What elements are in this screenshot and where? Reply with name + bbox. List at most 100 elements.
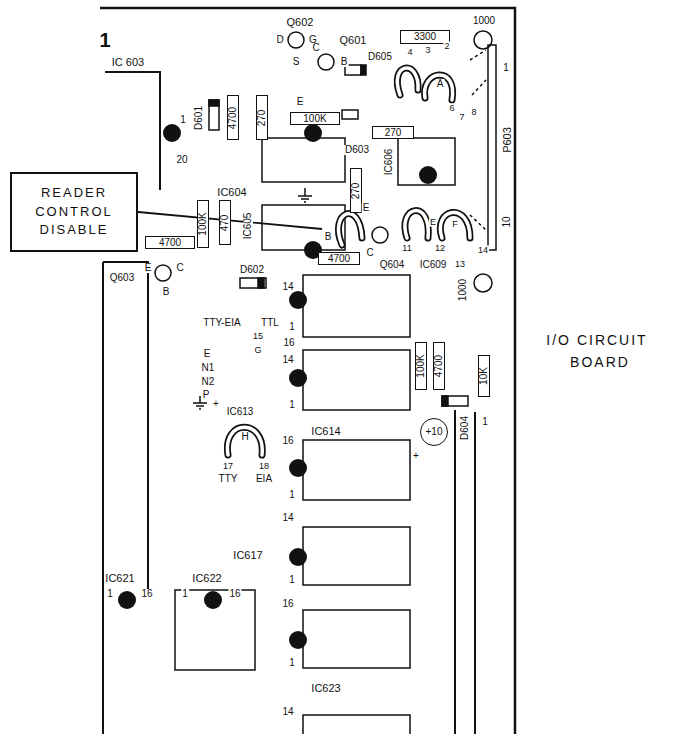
callout-box: READER CONTROL DISABLE	[10, 172, 138, 252]
part-label: Q601	[339, 35, 368, 46]
signal-label: H	[240, 432, 249, 442]
part-label: IC606	[384, 148, 394, 177]
part-label: IC622	[191, 573, 222, 584]
resistor-symbol: 100K	[290, 112, 340, 125]
part-label: IC623	[310, 683, 341, 694]
pin-number: 14	[281, 355, 294, 365]
signal-label: P	[202, 390, 211, 400]
callout-text: READER CONTROL DISABLE	[24, 184, 124, 241]
pin-number: 1000	[458, 278, 468, 302]
board-label: I/O CIRCUIT	[545, 333, 648, 347]
component-value: 270	[257, 109, 267, 126]
pin-number: 16	[140, 589, 153, 599]
pin-number: 1	[288, 322, 296, 332]
component-value: 3300	[414, 32, 436, 42]
signal-label: +	[212, 399, 220, 409]
pin-number: 14	[281, 282, 294, 292]
signal-label: N1	[201, 363, 216, 373]
resistor-symbol: 100K	[415, 342, 427, 390]
component-value: 4700	[434, 355, 444, 377]
signal-label: E	[429, 218, 437, 227]
signal-label: S	[292, 57, 301, 67]
component-value: 470	[220, 214, 230, 231]
signal-label: A	[436, 79, 445, 89]
pin-number: 4	[406, 48, 413, 57]
resistor-symbol: 270	[256, 95, 268, 140]
signal-label: N2	[201, 377, 216, 387]
signal-label: +	[412, 451, 420, 461]
pin-number: 13	[454, 260, 466, 269]
pin-number: 1	[181, 589, 189, 599]
pin-number: 3	[424, 46, 431, 55]
pin-number: 1	[288, 575, 296, 585]
part-label: D604	[460, 415, 470, 441]
pin-number: 16	[228, 589, 241, 599]
component-value: 100K	[303, 114, 326, 124]
pin-number: 1	[179, 115, 187, 125]
component-value: 100K	[198, 212, 208, 235]
pin-number: 1	[288, 658, 296, 668]
pin-number: 15	[252, 332, 264, 341]
part-label: D602	[239, 265, 265, 275]
part-label: IC621	[104, 573, 135, 584]
part-label: D605	[367, 52, 393, 62]
part-label: Q604	[379, 260, 405, 270]
component-value: 4700	[328, 254, 350, 264]
board-label: BOARD	[569, 355, 631, 369]
signal-label: B	[340, 57, 349, 67]
part-label: IC604	[216, 187, 247, 198]
component-value: 100K	[416, 354, 426, 377]
component-value: 270	[351, 182, 361, 199]
pin-number: 1	[502, 63, 510, 73]
resistor-symbol: 4700	[433, 342, 445, 390]
part-label: IC617	[232, 550, 263, 561]
signal-label: B	[162, 287, 171, 297]
signal-label: C	[311, 43, 320, 53]
pin-number: 1	[106, 589, 114, 599]
pin-number: 6	[448, 104, 455, 113]
pin-number: 14	[281, 513, 294, 523]
pin-number: 17	[222, 462, 234, 471]
part-label: Q603	[109, 273, 135, 283]
pin-number: 16	[282, 338, 295, 348]
pin-number: 1	[98, 30, 111, 50]
part-label: IC605	[243, 212, 253, 241]
resistor-symbol: 4700	[145, 236, 195, 249]
component-value: 270	[385, 128, 402, 138]
pin-number: 2	[443, 42, 450, 51]
pin-number: 20	[175, 155, 188, 165]
pin-number: 18	[258, 462, 270, 471]
pin-number: 1	[288, 490, 296, 500]
pin-number: 10	[502, 215, 512, 228]
pin-number: 1000	[472, 16, 496, 26]
resistor-symbol: 470	[219, 200, 231, 245]
resistor-symbol: 270	[350, 168, 362, 213]
pin-number: 16	[281, 599, 294, 609]
pin-number: 14	[281, 707, 294, 717]
resistor-symbol: 4700	[227, 95, 239, 140]
pin-number: 1	[288, 400, 296, 410]
part-label: Q602	[286, 17, 315, 28]
pin-number: 14	[477, 246, 489, 255]
signal-label: B	[324, 232, 333, 242]
component-value: 4700	[159, 238, 181, 248]
pin-number: 11	[401, 244, 412, 253]
signal-label: TTY-EIA	[202, 318, 241, 328]
signal-label: D	[275, 35, 284, 45]
part-label: IC613	[226, 407, 255, 417]
signal-label: EIA	[255, 474, 273, 484]
part-label: IC609	[419, 260, 448, 270]
resistor-symbol: 10K	[478, 355, 490, 397]
part-label: D603	[344, 145, 370, 155]
resistor-symbol: 270	[372, 126, 414, 139]
pin-number: 1	[481, 417, 489, 427]
part-label: P603	[502, 126, 513, 154]
component-value: 4700	[228, 106, 238, 128]
pin-number: 8	[470, 108, 477, 117]
signal-label: C	[365, 248, 374, 258]
signal-label: G	[253, 346, 262, 355]
signal-label: TTY	[218, 474, 239, 484]
signal-label: C	[175, 263, 184, 273]
capacitor-symbol: +10	[420, 418, 448, 446]
